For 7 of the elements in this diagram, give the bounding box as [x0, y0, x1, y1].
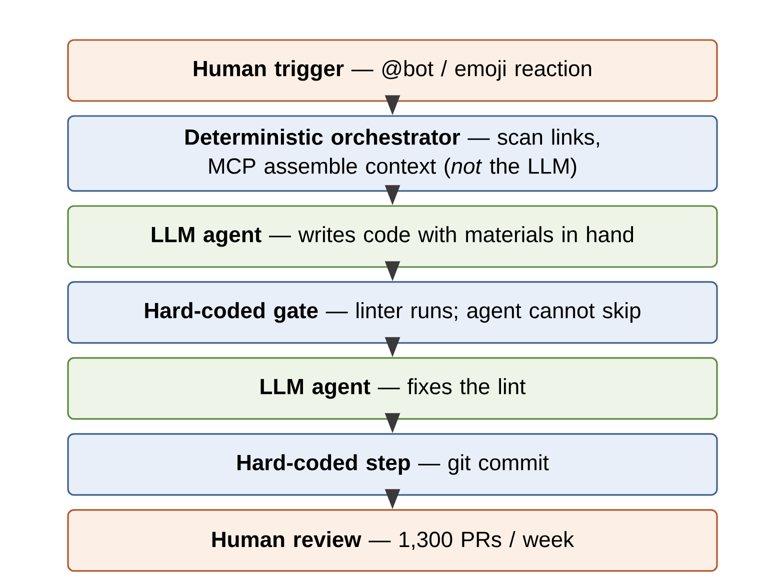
process-box: Hard-coded gate — linter runs; agent cannot skip — [67, 281, 718, 344]
process-box: Human review — 1,300 PRs / week — [67, 509, 718, 572]
process-box: LLM agent — fixes the lint — [67, 357, 718, 420]
process-box: Hard-coded step — git commit — [67, 433, 718, 496]
process-box: Human trigger — @bot / emoji reaction — [67, 39, 718, 102]
process-box: LLM agent — writes code with materials in hand — [67, 205, 718, 268]
process-box: Deterministic orchestrator — scan links, MCP assemble context (not the LLM) — [67, 115, 718, 192]
